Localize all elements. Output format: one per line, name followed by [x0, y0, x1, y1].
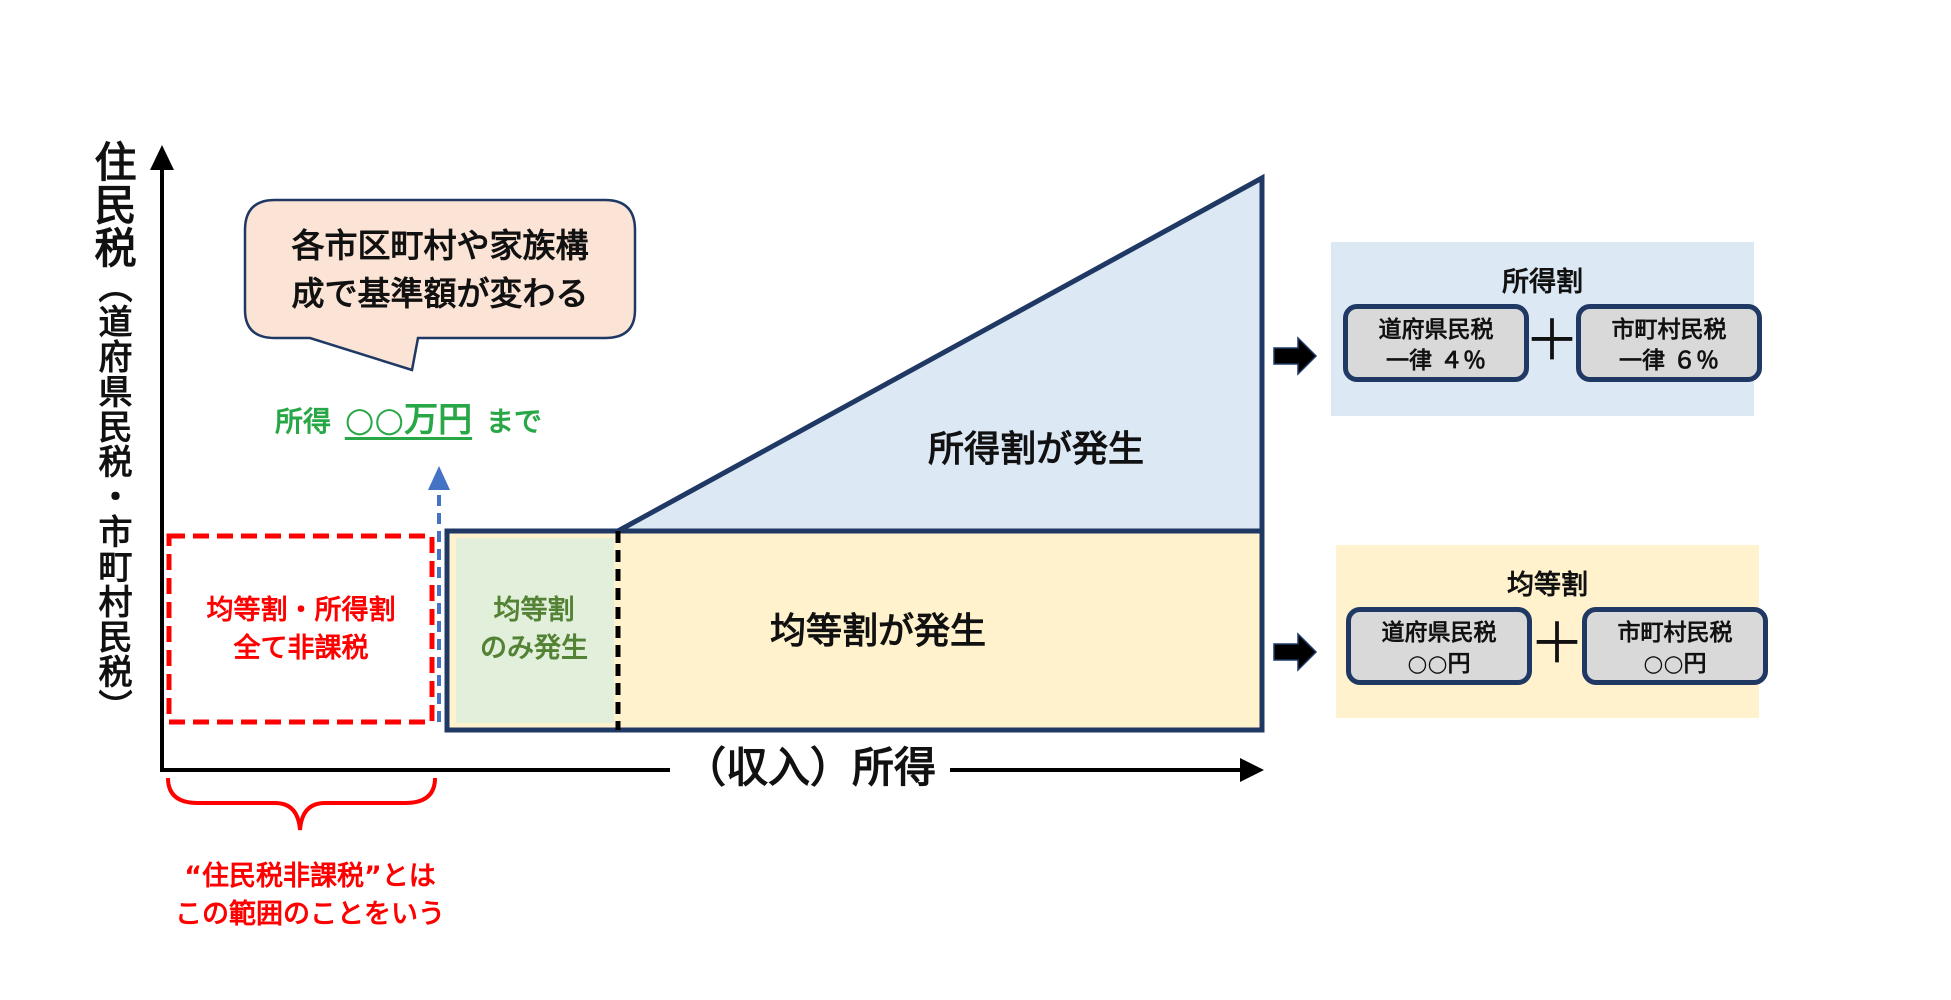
non-taxable-definition-line2: この範囲のことをいう: [175, 899, 445, 930]
x-axis-arrowhead: [1240, 758, 1264, 782]
non-taxable-definition: “住民税非課税”とは この範囲のことをいう: [150, 858, 470, 934]
income-levy-prefectural-name: 道府県民税: [1378, 317, 1494, 343]
income-levy-prefectural-value: 一律 ４％: [1385, 348, 1486, 374]
income-levy-plus: ＋: [1524, 309, 1580, 374]
equal-panel-arrow: [1273, 632, 1318, 672]
y-axis-label-sub: （道府県民税・市町村民税）: [92, 269, 132, 724]
equal-levy-prefectural-box: 道府県民税 ○○円: [1346, 607, 1532, 685]
equal-only-area: [456, 538, 614, 723]
equal-levy-plus: ＋: [1529, 612, 1585, 677]
non-taxable-area: [166, 533, 435, 725]
y-axis-label-main: 住民税: [88, 140, 137, 269]
income-panel-arrow: [1273, 336, 1318, 376]
threshold-note-amount: ○○万円: [344, 400, 473, 440]
income-levy-area: [616, 173, 1265, 534]
income-levy-panel: 所得割 道府県民税 一律 ４％ ＋ 市町村民税 一律 ６％: [1331, 242, 1762, 416]
y-axis-label: 住民税（道府県民税・市町村民税）: [72, 140, 137, 724]
x-axis-label: （収入）所得: [670, 740, 951, 796]
threshold-note-prefix: 所得: [275, 405, 332, 438]
income-levy-prefectural-box: 道府県民税 一律 ４％: [1343, 304, 1529, 382]
income-levy-label: 所得割が発生: [928, 429, 1145, 470]
equal-levy-label: 均等割が発生: [770, 611, 987, 652]
speech-bubble: [243, 198, 637, 372]
threshold-note-suffix: まで: [485, 405, 542, 438]
equal-levy-panel: 均等割 道府県民税 ○○円 ＋ 市町村民税 ○○円: [1336, 545, 1768, 718]
income-levy-municipal-box: 市町村民税 一律 ６％: [1576, 304, 1762, 382]
income-levy-municipal-name: 市町村民税: [1611, 317, 1727, 343]
equal-levy-municipal-name: 市町村民税: [1617, 620, 1733, 646]
non-taxable-brace: [166, 777, 437, 831]
speech-bubble-line1: 各市区町村や家族構: [291, 226, 589, 265]
income-levy-panel-title: 所得割: [1502, 267, 1583, 298]
threshold-arrow-head: [428, 466, 450, 490]
equal-levy-prefectural-value: ○○円: [1407, 651, 1471, 677]
non-taxable-definition-line1: “住民税非課税”とは: [184, 861, 436, 892]
equal-levy-municipal-value: ○○円: [1643, 651, 1707, 677]
equal-only-label: 均等割 のみ発生: [454, 592, 614, 668]
non-taxable-label-line1: 均等割・所得割: [206, 595, 396, 626]
non-taxable-label-line2: 全て非課税: [233, 633, 369, 664]
speech-bubble-line2: 成で基準額が変わる: [291, 274, 589, 313]
equal-only-label-line1: 均等割: [493, 595, 575, 626]
income-levy-municipal-value: 一律 ６％: [1618, 348, 1719, 374]
equal-levy-prefectural-name: 道府県民税: [1381, 620, 1497, 646]
threshold-note: 所得 ○○万円 まで: [275, 392, 542, 441]
equal-only-label-line2: のみ発生: [480, 633, 588, 664]
y-axis-arrowhead: [150, 145, 174, 170]
non-taxable-label: 均等割・所得割 全て非課税: [170, 592, 432, 668]
equal-levy-panel-title: 均等割: [1507, 570, 1588, 601]
equal-levy-municipal-box: 市町村民税 ○○円: [1582, 607, 1768, 685]
speech-bubble-text: 各市区町村や家族構 成で基準額が変わる: [250, 222, 630, 318]
